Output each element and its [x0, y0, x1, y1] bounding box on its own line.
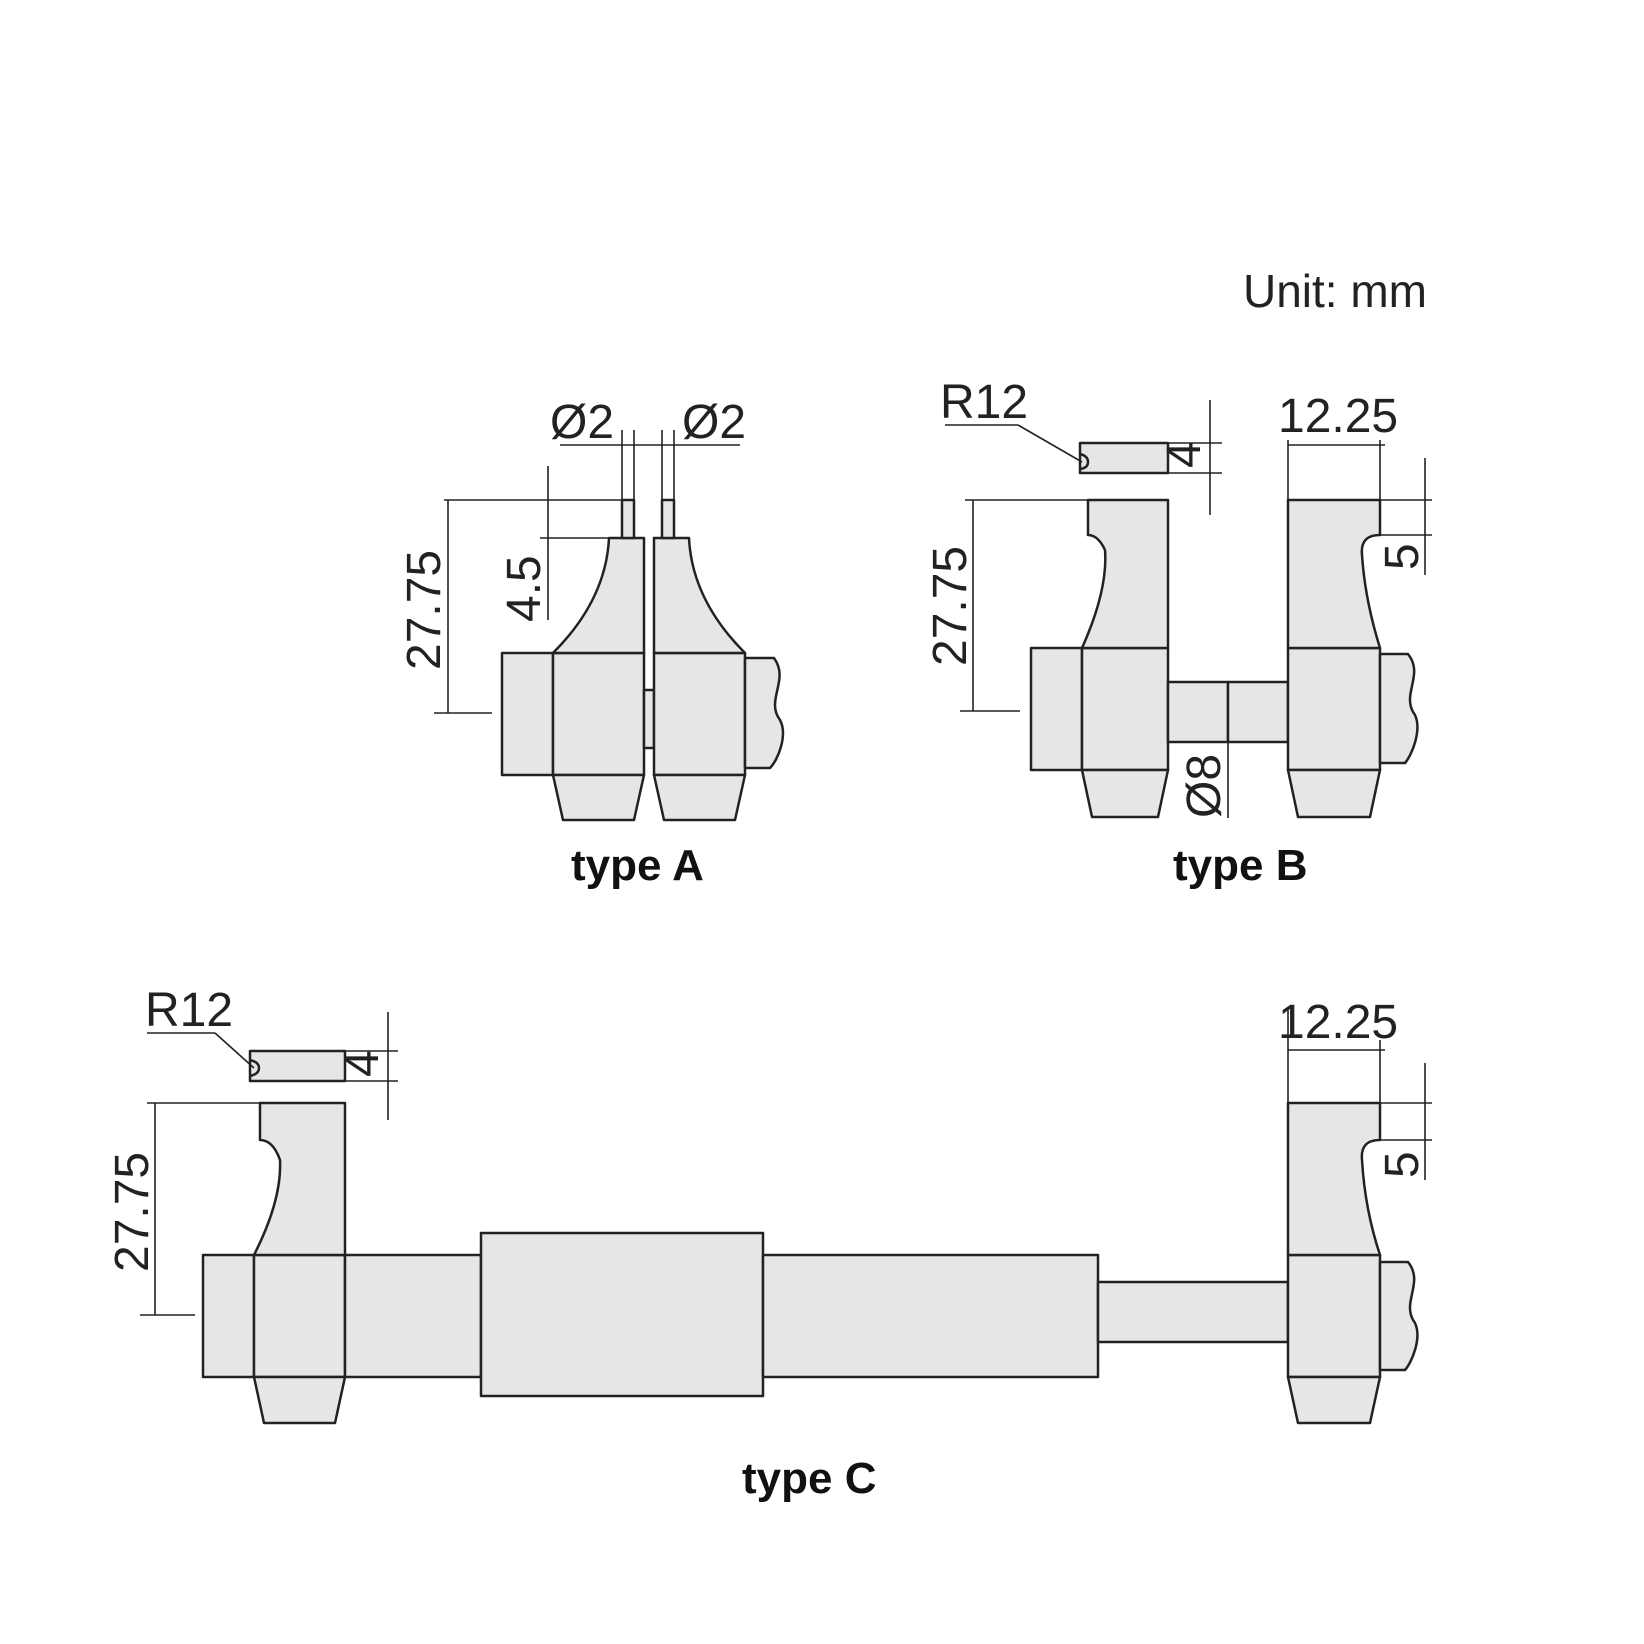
type-a-label: type A — [571, 841, 704, 890]
type-c-right-taper — [1286, 1375, 1382, 1425]
type-b-radius: R12 — [940, 376, 1028, 429]
type-a-right-tip — [660, 498, 676, 540]
type-b-rod-dia: Ø8 — [1178, 754, 1231, 818]
type-a-left-tip — [620, 498, 636, 540]
type-a-left-jaw — [551, 536, 646, 655]
type-c-drawing: R12 4 12.25 27.75 5 type C — [106, 984, 1432, 1503]
type-b-thickness: 4 — [1158, 441, 1211, 468]
type-c-anvil — [248, 1049, 347, 1083]
type-a-connector — [642, 688, 656, 750]
type-a-left-block — [551, 651, 646, 777]
type-b-anvil — [1078, 441, 1170, 475]
type-c-tube-2 — [761, 1253, 1100, 1379]
type-a-right-taper — [652, 773, 747, 822]
type-c-left-taper — [252, 1375, 347, 1425]
type-c-right-jaw — [1286, 1101, 1382, 1257]
unit-label: Unit: mm — [1243, 265, 1427, 317]
type-a-right-jaw — [652, 536, 747, 655]
type-b-barrel-break — [1378, 652, 1419, 765]
type-a-right-block — [652, 651, 747, 777]
type-c-width: 12.25 — [1278, 996, 1398, 1049]
type-b-left-jaw — [1080, 498, 1170, 650]
type-b-rod-right — [1226, 680, 1290, 744]
type-c-spindle-end — [201, 1253, 256, 1379]
type-a-drawing: Ø2 Ø2 27.75 4.5 type A — [398, 396, 785, 890]
type-c-height: 27.75 — [106, 1152, 159, 1272]
type-c-left-jaw — [252, 1101, 347, 1257]
type-b-right-block — [1286, 646, 1382, 772]
type-a-dia-right: Ø2 — [682, 396, 746, 449]
type-a-spindle-end — [500, 651, 555, 777]
type-b-drawing: R12 4 12.25 27.75 5 Ø8 type B — [924, 376, 1432, 890]
type-b-right-jaw — [1286, 498, 1382, 650]
type-c-tube-1 — [343, 1253, 483, 1379]
type-c-left-block — [252, 1253, 347, 1379]
type-b-width: 12.25 — [1278, 390, 1398, 443]
type-b-offset: 5 — [1376, 543, 1429, 570]
type-b-rod-left — [1166, 680, 1230, 744]
type-c-label: type C — [742, 1454, 876, 1503]
type-c-offset: 5 — [1376, 1151, 1429, 1178]
type-c-thickness: 4 — [336, 1050, 389, 1077]
type-b-left-block — [1080, 646, 1170, 772]
type-b-right-taper — [1286, 768, 1382, 819]
type-c-barrel-break — [1378, 1260, 1419, 1372]
type-a-dia-left: Ø2 — [550, 396, 614, 449]
type-c-sleeve — [479, 1231, 765, 1398]
type-c-radius: R12 — [145, 984, 233, 1037]
type-c-rod — [1096, 1280, 1290, 1344]
type-c-right-block — [1286, 1253, 1382, 1379]
type-a-left-taper — [551, 773, 646, 822]
type-b-left-taper — [1080, 768, 1170, 819]
type-b-height: 27.75 — [924, 546, 977, 666]
type-b-label: type B — [1173, 841, 1307, 890]
type-b-spindle-end — [1029, 646, 1084, 772]
type-a-tip-length: 4.5 — [498, 555, 551, 622]
type-a-height: 27.75 — [398, 550, 451, 670]
type-a-barrel-break — [743, 656, 785, 770]
